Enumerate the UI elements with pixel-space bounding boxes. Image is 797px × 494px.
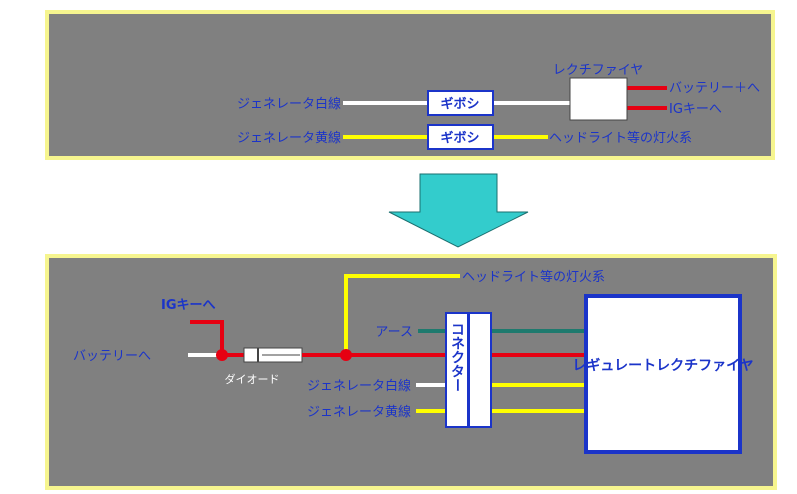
down-arrow (388, 173, 529, 248)
connector-label: コネクター (449, 322, 465, 392)
bottom-headlight-label: ヘッドライト等の灯火系 (462, 269, 605, 285)
diode-label: ダイオード (225, 372, 280, 386)
junction-dot-headlight (340, 349, 352, 361)
top-ig-label: IGキーへ (669, 102, 722, 117)
top-gibosi-box-1 (427, 90, 494, 116)
top-gibosi-box-2 (427, 124, 494, 150)
bottom-battery-label: バッテリーへ (73, 349, 151, 364)
top-headlight-label: ヘッドライト等の灯火系 (549, 130, 692, 146)
top-rectifier-label: レクチファイヤ (553, 63, 644, 78)
top-yellow-label: ジェネレータ黄線 (237, 130, 341, 146)
regulator-label: レギュレートレクチファイヤ (572, 357, 753, 374)
top-rectifier-box (569, 77, 628, 121)
bottom-white-label: ジェネレータ白線 (307, 378, 411, 394)
bottom-ig-label: IGキーへ (161, 298, 216, 313)
regulator-box (584, 294, 742, 454)
top-white-label: ジェネレータ白線 (237, 96, 341, 112)
bottom-earth-label: アース (375, 325, 413, 340)
top-battery-label: バッテリー＋へ (669, 81, 760, 96)
bottom-headlight-wire (344, 274, 460, 353)
bottom-ig-wire (190, 320, 224, 354)
top-gibosi-label-2: ギボシ (440, 130, 479, 146)
bottom-yellow-label: ジェネレータ黄線 (307, 404, 411, 420)
junction-dot-ig (216, 349, 228, 361)
connector-right-half (468, 312, 492, 428)
top-gibosi-label-1: ギボシ (440, 96, 479, 112)
